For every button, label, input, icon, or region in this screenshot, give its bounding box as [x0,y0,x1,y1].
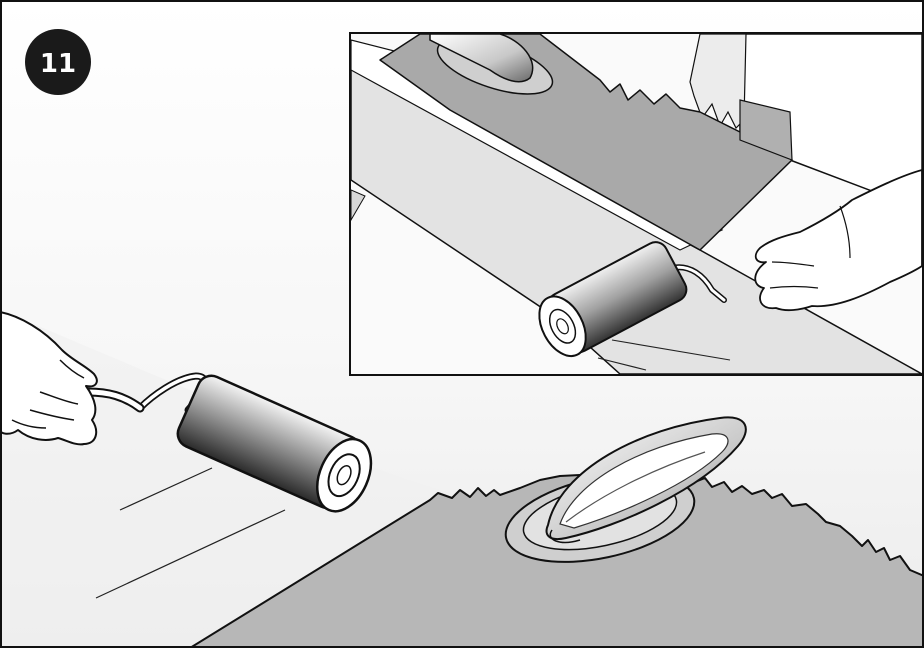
step-badge: 11 [25,29,91,95]
step-number: 11 [40,49,76,79]
roller-motion-lines [95,467,286,599]
hand-icon [754,169,922,312]
paint-roller-icon [83,372,373,513]
detail-inset [349,32,924,376]
floor-drain-icon [545,416,747,544]
paint-roller-icon [538,241,727,358]
hand-icon [0,311,98,446]
